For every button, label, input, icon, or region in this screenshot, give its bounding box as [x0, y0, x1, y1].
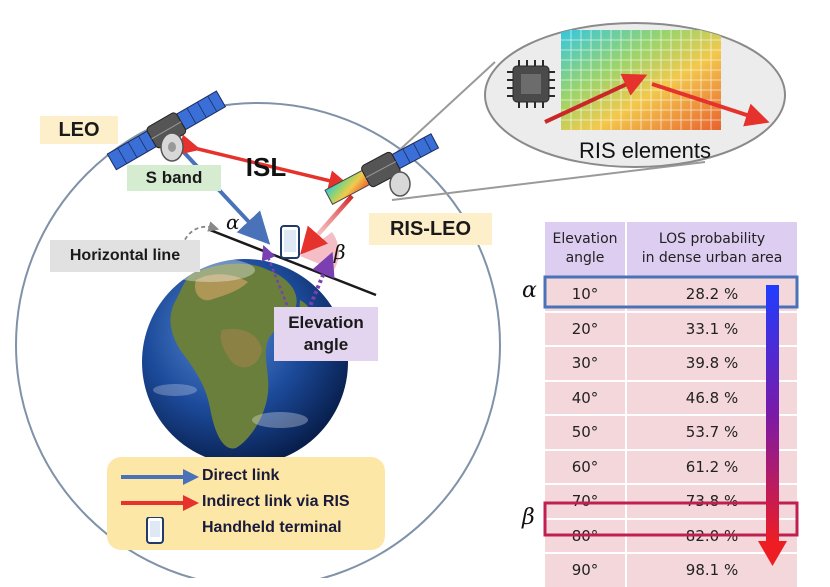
ris-zoom-callout	[484, 22, 786, 168]
header-line: angle	[565, 250, 605, 266]
table-row: 70°73.8 %	[545, 483, 797, 519]
phone-icon	[280, 225, 300, 259]
leo-label: LEO	[40, 116, 118, 144]
header-elevation-angle: Elevation angle	[545, 222, 626, 277]
prob-cell: 53.7 %	[625, 414, 797, 450]
table-row: 60°61.2 %	[545, 448, 797, 484]
angle-cell: 40°	[545, 379, 626, 415]
horizontal-line-pointer	[181, 221, 220, 247]
ris-reflected-arrow	[651, 82, 770, 127]
alpha-angle-label: α	[226, 210, 240, 234]
legend-item-handheld-terminal: Handheld terminal	[107, 517, 385, 544]
isl-link-arrow	[177, 134, 350, 191]
angle-cell: 30°	[545, 345, 626, 381]
angle-cell: 10°	[545, 276, 626, 312]
elevation-angle-label: Elevation angle	[274, 307, 378, 361]
table-row: 30°39.8 %	[545, 345, 797, 381]
beta-row-marker: β	[522, 505, 535, 530]
table-row: 90°98.1 %	[545, 552, 797, 587]
ris-leo-satellite-icon	[324, 133, 440, 205]
isl-label: ISL	[245, 151, 287, 182]
orbit-circle	[15, 102, 501, 578]
horizontal-line-label: Horizontal line	[50, 240, 200, 272]
phone-icon	[146, 517, 164, 544]
prob-cell: 61.2 %	[625, 448, 797, 484]
angle-cell: 80°	[545, 517, 626, 553]
table-row: 10°28.2 %	[545, 276, 797, 312]
angle-cell: 60°	[545, 448, 626, 484]
prob-cell: 82.0 %	[625, 517, 797, 553]
legend-label: Handheld terminal	[202, 519, 342, 536]
indirect-link-arrow	[300, 194, 354, 255]
angle-cell: 20°	[545, 310, 626, 346]
legend-box: Direct link Indirect link via RIS Handhe…	[107, 457, 385, 550]
ris-elements-label: RIS elements	[578, 138, 712, 163]
prob-cell: 73.8 %	[625, 483, 797, 519]
header-line: in dense urban area	[641, 250, 783, 266]
prob-cell: 98.1 %	[625, 552, 797, 587]
elevation-angle-label-line2: angle	[303, 335, 349, 354]
callout-line-bottom	[391, 161, 706, 201]
angle-cell: 50°	[545, 414, 626, 450]
prob-cell: 39.8 %	[625, 345, 797, 381]
elevation-angle-label-line1: Elevation	[288, 313, 364, 332]
blue-arrow-icon	[121, 469, 199, 485]
prob-cell: 28.2 %	[625, 276, 797, 312]
angle-cell: 90°	[545, 552, 626, 587]
los-probability-table: Elevation angle LOS probability in dense…	[545, 222, 797, 587]
chip-icon	[507, 60, 555, 108]
prob-cell: 46.8 %	[625, 379, 797, 415]
header-los-probability: LOS probability in dense urban area	[625, 222, 797, 277]
leo-satellite-icon	[106, 90, 227, 171]
alpha-row-marker: α	[522, 278, 537, 303]
ris-incident-arrow	[544, 73, 648, 124]
s-band-label: S band	[127, 165, 221, 191]
header-line: Elevation	[552, 231, 618, 247]
table-row: 40°46.8 %	[545, 379, 797, 415]
legend-label: Direct link	[202, 467, 280, 484]
angle-cell: 70°	[545, 483, 626, 519]
table-row: 80°82.0 %	[545, 517, 797, 553]
header-line: LOS probability	[658, 231, 766, 247]
legend-item-indirect-link: Indirect link via RIS	[107, 491, 385, 515]
table-row: 20°33.1 %	[545, 310, 797, 346]
ris-leo-label: RIS-LEO	[369, 213, 492, 245]
beta-angle-label: β	[334, 240, 346, 264]
legend-item-direct-link: Direct link	[107, 465, 385, 489]
legend-label: Indirect link via RIS	[202, 493, 350, 510]
prob-cell: 33.1 %	[625, 310, 797, 346]
table-header-row: Elevation angle LOS probability in dense…	[545, 222, 797, 277]
table-row: 50°53.7 %	[545, 414, 797, 450]
earth-globe	[142, 258, 348, 465]
red-arrow-icon	[121, 495, 199, 511]
